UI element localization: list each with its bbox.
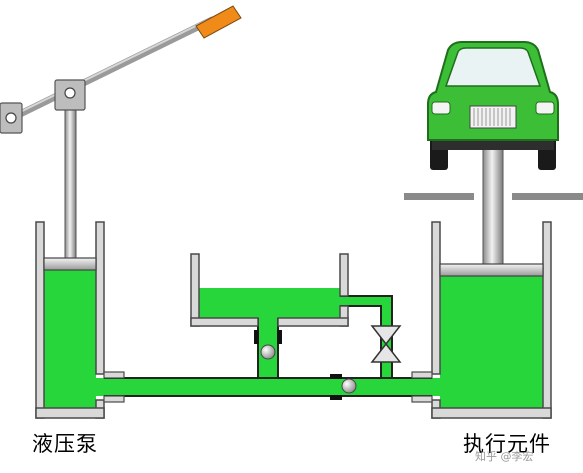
lever-grip[interactable] <box>195 5 242 39</box>
left-flange <box>103 371 125 379</box>
car-headlight-right <box>535 101 555 115</box>
actuator-piston <box>439 263 544 277</box>
pump-wall-bottom <box>35 407 105 419</box>
pump-label: 液压泵 <box>32 432 98 456</box>
actuator-piston-assembly <box>439 145 544 277</box>
reservoir-tank <box>190 253 349 327</box>
ground-right-segment <box>512 193 583 200</box>
release-valve-bottom-cone <box>370 342 402 363</box>
lever-bar <box>8 16 216 122</box>
actuator-wall-bottom <box>431 407 552 419</box>
watermark: 知乎 @李宏 <box>475 450 534 463</box>
pump-wall-right-upper <box>95 221 105 375</box>
actuator-chamber-fluid <box>440 276 543 408</box>
inlet-valve-seat-left <box>254 330 259 344</box>
reservoir-fluid <box>199 288 340 318</box>
pump-wall-left <box>35 221 45 419</box>
inlet-check-valve <box>254 330 282 360</box>
pump-chamber-fluid <box>44 270 96 408</box>
inlet-valve-ball <box>260 344 276 360</box>
car-grille-slats <box>473 108 511 126</box>
car <box>427 41 559 170</box>
outlet-valve-ball <box>341 378 357 394</box>
right-flange-lower <box>411 395 433 403</box>
actuator-rod <box>482 145 504 271</box>
pump-cylinder <box>35 221 105 419</box>
tank-wall-right-upper <box>339 253 349 297</box>
actuator-label: 执行元件 <box>463 432 551 456</box>
pump-piston <box>43 257 97 271</box>
fulcrum-pin <box>5 112 17 124</box>
ground-platform <box>404 193 583 200</box>
outlet-check-valve <box>330 374 357 400</box>
pump-piston-assembly <box>43 107 97 271</box>
ground-left-segment <box>404 193 474 200</box>
pump-lever[interactable] <box>0 5 242 134</box>
car-grille <box>469 105 517 129</box>
tank-wall-left <box>190 253 200 327</box>
actuator-cylinder <box>431 221 552 419</box>
tank-bottom-right <box>277 317 349 327</box>
hydraulic-fluid <box>44 270 543 408</box>
pump-rod <box>64 107 77 261</box>
tank-bottom-left <box>190 317 259 327</box>
inlet-valve-seat-right <box>277 330 282 344</box>
outlet-valve-seat-top <box>330 374 342 379</box>
lever-bar-highlight <box>11 17 213 117</box>
actuator-wall-left-upper <box>431 221 441 375</box>
pivot-pin <box>64 87 76 99</box>
release-valve[interactable] <box>370 325 402 363</box>
pipe-flanges <box>103 371 433 403</box>
release-valve-top-cone <box>370 325 402 346</box>
car-windshield <box>444 47 542 87</box>
car-headlight-left <box>431 101 451 115</box>
outlet-valve-seat-bottom <box>330 395 342 400</box>
bottom-pipe-fluid <box>96 378 440 396</box>
left-flange-lower <box>103 395 125 403</box>
actuator-wall-right <box>542 221 552 419</box>
right-flange <box>411 371 433 379</box>
